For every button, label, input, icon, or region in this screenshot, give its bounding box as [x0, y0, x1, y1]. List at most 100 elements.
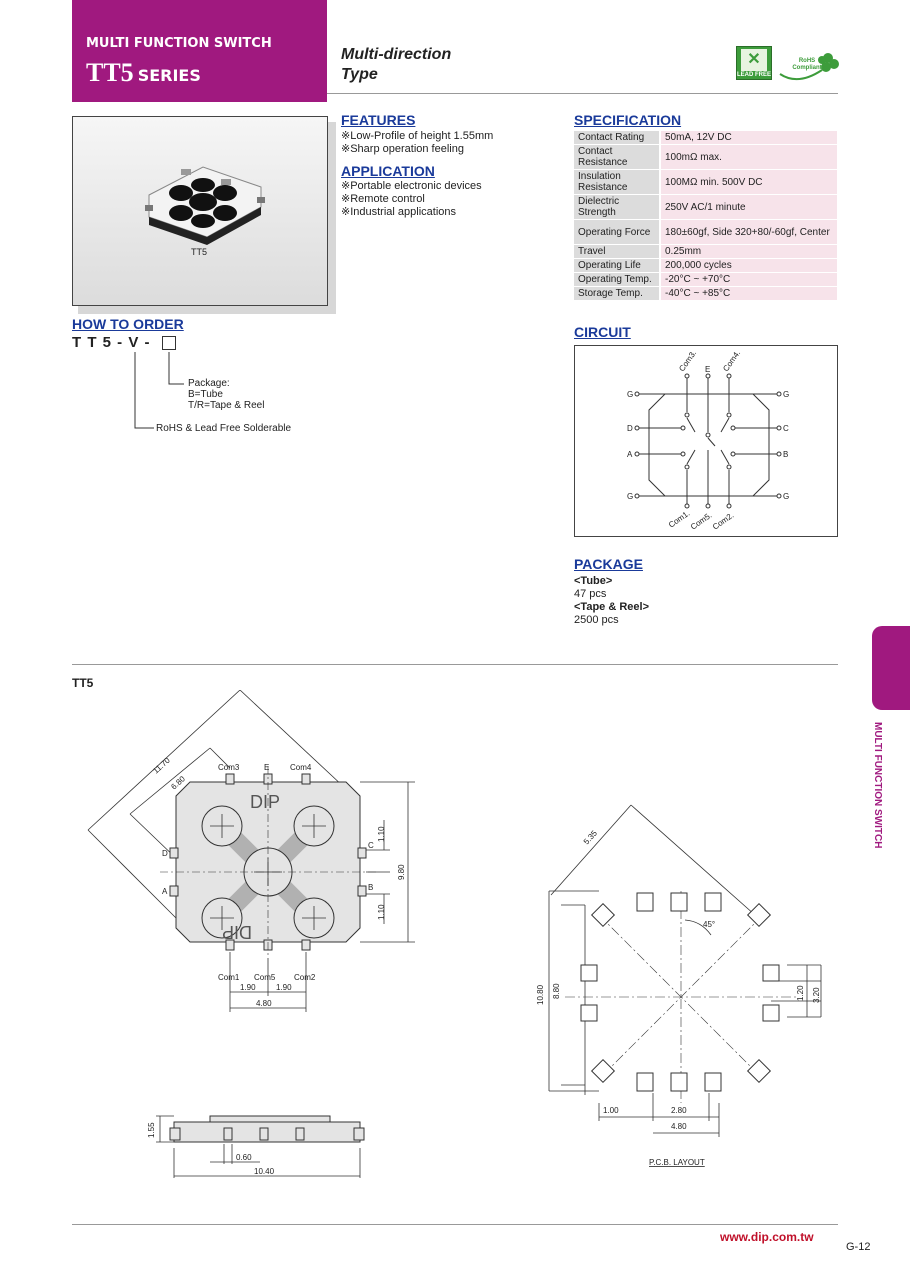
dim-1-90-right: 1.90 — [276, 983, 292, 992]
spec-value: 50mA, 12V DC — [660, 131, 837, 145]
spec-value: 250V AC/1 minute — [660, 194, 837, 220]
circuit-label-com3: Com3. — [677, 349, 698, 373]
spec-value: 200,000 cycles — [660, 258, 837, 273]
type-line-2: Type — [341, 66, 378, 83]
top-label-com4: Com4 — [290, 763, 312, 772]
dim-0-60: 0.60 — [236, 1153, 252, 1162]
dim-3-20: 3.20 — [812, 987, 821, 1003]
circuit-title: CIRCUIT — [574, 324, 631, 340]
switch-photo-icon — [145, 166, 265, 245]
spec-value: 100MΩ min. 500V DC — [660, 169, 837, 195]
spec-value: 0.25mm — [660, 244, 837, 259]
dim-10-80: 10.80 — [536, 984, 545, 1005]
how-to-order-title: HOW TO ORDER — [72, 316, 184, 332]
page-number: G-12 — [846, 1241, 871, 1253]
spec-key: Dielectric Strength — [574, 194, 661, 220]
top-label-c: C — [368, 841, 374, 850]
footer-url[interactable]: www.dip.com.tw — [720, 1230, 814, 1244]
package-label: Package: — [188, 378, 230, 389]
dim-4-80-pcb: 4.80 — [671, 1122, 687, 1131]
circuit-label-com4: Com4. — [721, 349, 742, 373]
dim-1-10-bottom: 1.10 — [377, 904, 386, 920]
dim-1-90-left: 1.90 — [240, 983, 256, 992]
product-photo: TT5 — [72, 116, 328, 306]
header-rule — [327, 93, 838, 94]
top-label-com2: Com2 — [294, 973, 316, 982]
table-row: Operating Temp.-20°C ~ +70°C — [574, 272, 837, 287]
application-title: APPLICATION — [341, 163, 435, 179]
circuit-label-g-br: G — [783, 492, 789, 501]
order-leader-lines — [134, 352, 184, 429]
dim-10-40: 10.40 — [254, 1167, 275, 1176]
spec-key: Operating Temp. — [574, 272, 661, 287]
circuit-label-com2: Com2. — [711, 511, 735, 532]
pcb-layout-drawing: 5.35 45° 10.80 8.80 1.20 3.20 1.00 2.80 … — [536, 804, 822, 1167]
spec-value: 100mΩ max. — [660, 144, 837, 170]
specification-title: SPECIFICATION — [574, 112, 682, 128]
top-label-b: B — [368, 883, 373, 892]
spec-key: Contact Rating — [574, 131, 661, 145]
table-row: Storage Temp.-40°C ~ +85°C — [574, 286, 837, 301]
order-code-box — [162, 336, 176, 350]
circuit-diagram: Com3. E Com4. Com1. Com5. Com2. G G G G … — [574, 345, 838, 537]
section-rule — [72, 664, 838, 665]
type-line-1: Multi-direction — [341, 46, 452, 63]
spec-key: Operating Life — [574, 258, 661, 273]
package-title: PACKAGE — [574, 556, 643, 572]
package-tube-label: <Tube> — [574, 575, 613, 587]
circuit-schematic: Com3. E Com4. Com1. Com5. Com2. G G G G … — [627, 349, 789, 532]
circuit-label-b: B — [783, 450, 788, 459]
footer-rule — [72, 1224, 838, 1225]
top-label-com1: Com1 — [218, 973, 240, 982]
circuit-label-g-bl: G — [627, 492, 633, 501]
circuit-label-a: A — [627, 450, 633, 459]
top-label-d: D — [162, 849, 168, 858]
application-item-2: ※Remote control — [341, 193, 425, 205]
application-item-1: ※Portable electronic devices — [341, 180, 482, 192]
dim-11-70: 11.70 — [151, 755, 172, 775]
package-tube-qty: 47 pcs — [574, 588, 607, 600]
spec-key: Contact Resistance — [574, 144, 661, 170]
drawing-title: TT5 — [72, 676, 94, 690]
side-tab-label: MULTI FUNCTION SWITCH — [872, 722, 883, 849]
spec-value: -40°C ~ +85°C — [660, 286, 837, 301]
dim-1-00: 1.00 — [603, 1106, 619, 1115]
lead-free-icon: ✕ — [741, 49, 767, 71]
spec-key: Travel — [574, 244, 661, 259]
spec-key: Storage Temp. — [574, 286, 661, 301]
rohs-clover-icon — [779, 53, 839, 81]
package-reel-qty: 2500 pcs — [574, 614, 619, 626]
features-item-1: ※Low-Profile of height 1.55mm — [341, 130, 494, 142]
application-item-3: ※Industrial applications — [341, 206, 457, 218]
dim-8-80: 8.80 — [552, 983, 561, 999]
dim-2-80: 2.80 — [671, 1106, 687, 1115]
side-tab — [872, 626, 910, 710]
series-code: TT5 — [86, 58, 134, 87]
spec-value: 180±60gf, Side 320+80/-60gf, Center — [660, 219, 837, 245]
circuit-label-g-tr: G — [783, 390, 789, 399]
order-code: T T 5 - V - — [72, 334, 151, 351]
features-item-2: ※Sharp operation feeling — [341, 143, 464, 155]
dim-4-80: 4.80 — [256, 999, 272, 1008]
pcb-caption: P.C.B. LAYOUT — [649, 1158, 705, 1167]
side-view-drawing: 1.55 0.60 10.40 — [147, 1115, 365, 1178]
features-title: FEATURES — [341, 112, 416, 128]
spec-value: -20°C ~ +70°C — [660, 272, 837, 287]
circuit-label-d: D — [627, 424, 633, 433]
dim-1-20: 1.20 — [796, 985, 805, 1001]
spec-key: Operating Force — [574, 219, 661, 245]
rohs-label: RoHS Compliant — [792, 58, 822, 71]
package-b: B=Tube — [188, 389, 223, 400]
top-view-drawing: DIP DIP Com3 E Com4 Com1 Com5 Com2 D A C… — [87, 690, 415, 1012]
circuit-label-g-tl: G — [627, 390, 633, 399]
circuit-label-e: E — [705, 365, 710, 374]
top-label-com5: Com5 — [254, 973, 276, 982]
rohs-badge: RoHS Compliant — [778, 46, 840, 84]
